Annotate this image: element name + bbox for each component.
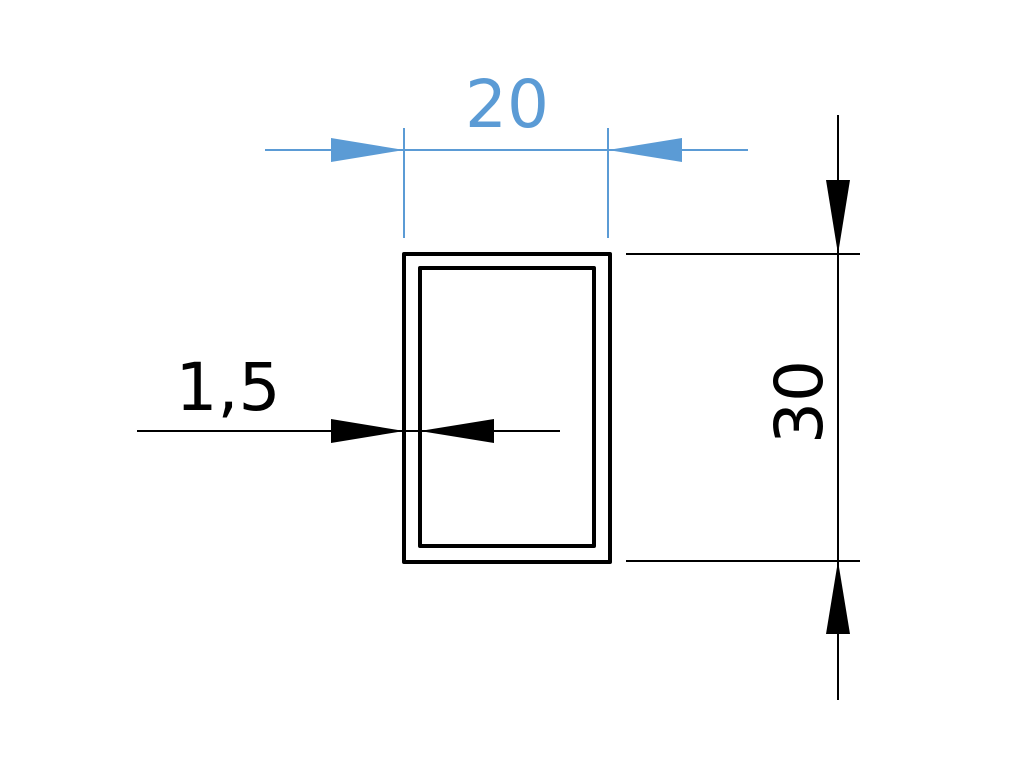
wall-thickness-dimension-label: 1,5	[176, 349, 281, 426]
width-arrowhead-left	[331, 138, 404, 162]
height-dimension: 30	[626, 115, 860, 700]
width-dimension: 20	[265, 66, 748, 238]
tube-inner-outline	[418, 266, 596, 548]
width-arrowhead-right	[608, 138, 682, 162]
wall-thickness-dimension: 1,5	[137, 349, 560, 443]
wall-thickness-arrowhead-left	[331, 419, 404, 443]
height-dimension-label: 30	[761, 360, 838, 444]
height-arrowhead-top	[826, 180, 850, 254]
width-dimension-label: 20	[465, 66, 549, 143]
tube-profile	[402, 252, 612, 564]
tube-outer-outline	[402, 252, 612, 564]
wall-thickness-arrowhead-right	[420, 419, 494, 443]
height-arrowhead-bottom	[826, 561, 850, 634]
